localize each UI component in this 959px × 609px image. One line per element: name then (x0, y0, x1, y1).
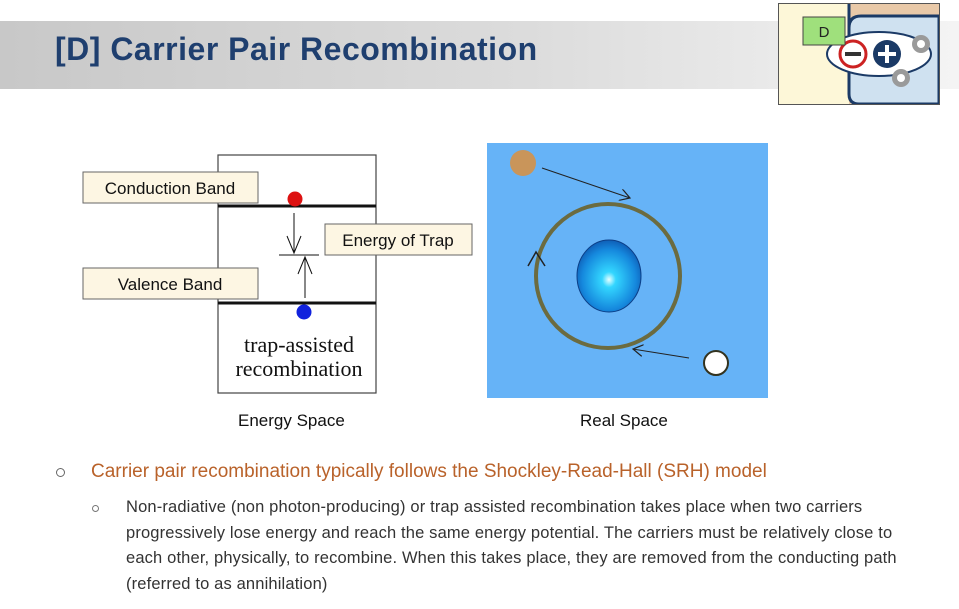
nucleus (576, 239, 642, 313)
incoming-particle (510, 150, 536, 176)
logo: D (778, 3, 940, 105)
conduction-band-label: Conduction Band (105, 179, 235, 198)
real-space-diagram (487, 143, 768, 398)
energy-space-caption: Energy Space (238, 411, 345, 430)
orbit-arrow-up (527, 250, 546, 267)
gear-icon (892, 35, 930, 87)
logo-graphic: D (779, 4, 939, 104)
hole-dot (296, 304, 312, 320)
real-space-caption: Real Space (580, 411, 668, 430)
incoming-arrow (541, 167, 630, 198)
sub-bullet-marker (92, 505, 99, 512)
orbit-path (534, 202, 682, 350)
process-label-line1: trap-assisted (244, 332, 354, 357)
sub-bullet: Non-radiative (non photon-producing) or … (126, 498, 897, 593)
hole-arrow (633, 349, 690, 359)
bullet-marker (56, 468, 65, 477)
page-title: [D] Carrier Pair Recombination (55, 31, 538, 67)
minus-circle-icon (838, 39, 868, 69)
process-label-line2: recombination (235, 356, 362, 381)
plus-circle-icon (873, 40, 901, 68)
energy-space-diagram: Conduction Band Valence Band Energy of T… (82, 154, 473, 394)
main-bullet: Carrier pair recombination typically fol… (91, 461, 767, 482)
valence-band-label: Valence Band (118, 275, 223, 294)
hole-particle (703, 350, 729, 376)
electron-dot (287, 191, 303, 207)
trap-energy-label: Energy of Trap (342, 231, 454, 250)
logo-badge-text: D (819, 24, 830, 41)
